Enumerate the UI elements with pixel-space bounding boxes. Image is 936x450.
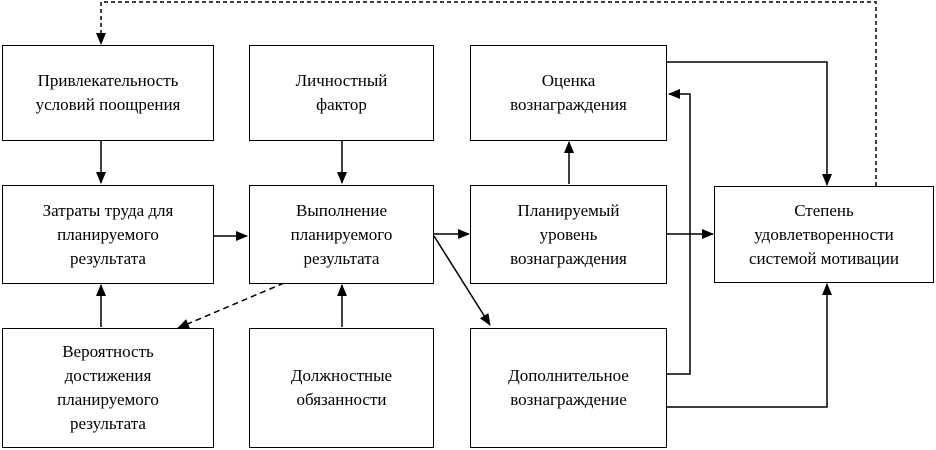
arrow-satisfaction-to-attractiveness bbox=[96, 1, 877, 186]
box-performance: Выполнение планируемого результата bbox=[249, 185, 434, 284]
box-attractiveness-label: Привлекательность условий поощрения bbox=[35, 71, 181, 114]
box-labor-costs-label: Затраты труда для планируемого результат… bbox=[42, 200, 174, 268]
arrow-additional-reward-to-satisfaction bbox=[667, 283, 832, 408]
box-labor-costs: Затраты труда для планируемого результат… bbox=[2, 185, 214, 284]
box-performance-label: Выполнение планируемого результата bbox=[290, 200, 393, 268]
box-duties-label: Должностные обязанности bbox=[290, 366, 393, 409]
box-satisfaction-label: Степень удовлетворенности системой мотив… bbox=[749, 200, 899, 268]
arrow-reward-evaluation-to-satisfaction bbox=[667, 61, 832, 186]
box-personal-factor-label: Личностный фактор bbox=[295, 71, 388, 114]
box-probability-label: Вероятность достижения планируемого резу… bbox=[57, 342, 159, 433]
box-satisfaction: Степень удовлетворенности системой мотив… bbox=[714, 186, 934, 283]
box-additional-reward-label: Дополнительное вознаграждение bbox=[508, 366, 629, 409]
box-duties: Должностные обязанности bbox=[249, 328, 434, 448]
box-reward-evaluation: Оценка вознаграждения bbox=[470, 45, 667, 141]
box-planned-reward: Планируемый уровень вознаграждения bbox=[470, 185, 667, 284]
box-reward-evaluation-label: Оценка вознаграждения bbox=[510, 71, 627, 114]
box-additional-reward: Дополнительное вознаграждение bbox=[470, 328, 667, 448]
arrow-additional-reward-to-reward-evaluation bbox=[667, 89, 691, 375]
box-personal-factor: Личностный фактор bbox=[249, 45, 434, 141]
box-planned-reward-label: Планируемый уровень вознаграждения bbox=[510, 200, 627, 268]
box-probability: Вероятность достижения планируемого резу… bbox=[2, 328, 214, 448]
box-attractiveness: Привлекательность условий поощрения bbox=[2, 45, 214, 141]
arrow-performance-to-probability bbox=[177, 282, 285, 329]
arrow-performance-to-additional-reward bbox=[433, 235, 491, 326]
